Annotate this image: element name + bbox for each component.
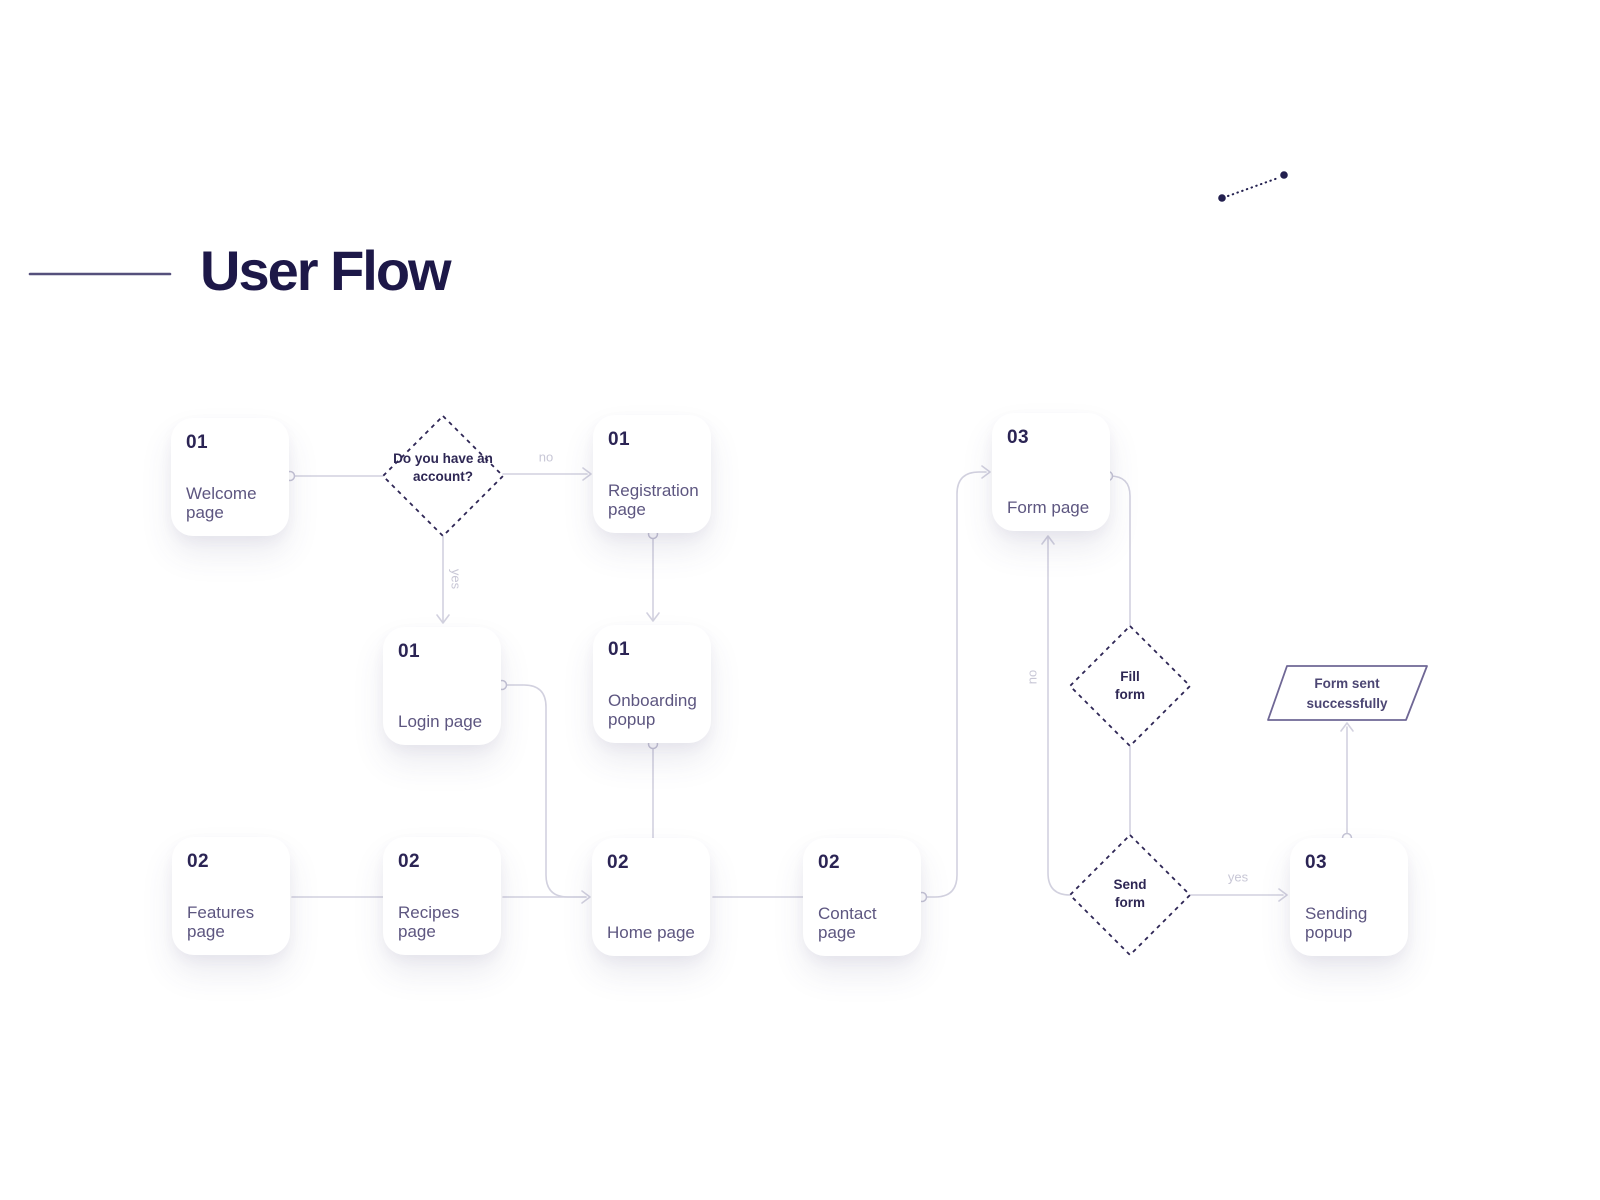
node-label: Login page xyxy=(398,712,483,732)
edge-label-no-registration: no xyxy=(538,449,554,465)
node-number: 02 xyxy=(818,852,840,873)
terminator-form-sent-shape xyxy=(1267,665,1428,721)
edge-login-to-home xyxy=(501,684,587,898)
decor-dot xyxy=(1280,171,1288,179)
decor-dot xyxy=(1218,194,1226,202)
page-title: User Flow xyxy=(200,239,452,302)
node-recipes-page: 02 Recipes page xyxy=(383,837,501,955)
node-number: 01 xyxy=(608,639,630,660)
node-login-page: 01 Login page xyxy=(383,627,501,745)
node-number: 01 xyxy=(186,432,208,453)
decision-send-form-label: Send form xyxy=(1113,877,1147,910)
arrowhead xyxy=(436,614,450,624)
node-sending-popup: 03 Sending popup xyxy=(1290,838,1408,956)
arrowhead xyxy=(1340,722,1354,732)
decor-dotted-line xyxy=(1227,177,1279,197)
arrowhead xyxy=(646,612,660,622)
node-label: Welcome page xyxy=(186,483,257,523)
node-registration-page: 01 Registration page xyxy=(593,415,711,533)
node-number: 01 xyxy=(398,641,420,662)
edge-label-yes-login: yes xyxy=(448,568,464,590)
arrowhead xyxy=(1041,535,1055,545)
arrowhead xyxy=(582,467,592,481)
node-label: Registration page xyxy=(608,480,699,520)
arrowhead xyxy=(981,465,991,479)
decision-account-label: Do you have an account? xyxy=(393,451,493,484)
decision-shapes xyxy=(381,414,1192,957)
node-label: Features page xyxy=(187,902,255,942)
decision-send-form-diamond xyxy=(1068,833,1192,957)
terminator-form-sent-label: Form sent successfully xyxy=(1306,675,1388,711)
arrowhead xyxy=(1278,888,1288,902)
node-label: Contact page xyxy=(818,903,877,943)
node-label: Recipes page xyxy=(398,902,460,942)
decor-dotted-connector xyxy=(1218,171,1288,202)
edge-label-no-form: no xyxy=(1024,669,1040,685)
node-features-page: 02 Features page xyxy=(172,837,290,955)
node-label: Sending popup xyxy=(1305,903,1368,943)
node-number: 02 xyxy=(607,852,629,873)
node-number: 03 xyxy=(1007,427,1029,448)
edge-label-yes-sending: yes xyxy=(1227,869,1249,885)
node-contact-page: 02 Contact page xyxy=(803,838,921,956)
arrowhead xyxy=(581,890,591,904)
node-onboarding-popup: 01 Onboarding popup xyxy=(593,625,711,743)
node-number: 03 xyxy=(1305,852,1327,873)
edge-send-to-form-no xyxy=(1047,537,1071,896)
node-welcome-page: 01 Welcome page xyxy=(171,418,289,536)
node-label: Form page xyxy=(1007,498,1090,518)
decision-account-diamond xyxy=(381,414,505,538)
decision-fill-form-label: Fill form xyxy=(1115,669,1145,702)
edge-form-to-fill xyxy=(1107,475,1131,627)
node-number: 01 xyxy=(608,429,630,450)
node-number: 02 xyxy=(187,851,209,872)
node-number: 02 xyxy=(398,851,420,872)
edge-contact-to-form xyxy=(921,471,987,898)
node-home-page: 02 Home page xyxy=(592,838,710,956)
node-label: Home page xyxy=(607,923,695,943)
edges-group xyxy=(289,465,1354,904)
decision-fill-form-diamond xyxy=(1068,624,1192,748)
node-label: Onboarding popup xyxy=(608,690,697,730)
node-form-page: 03 Form page xyxy=(992,413,1110,531)
